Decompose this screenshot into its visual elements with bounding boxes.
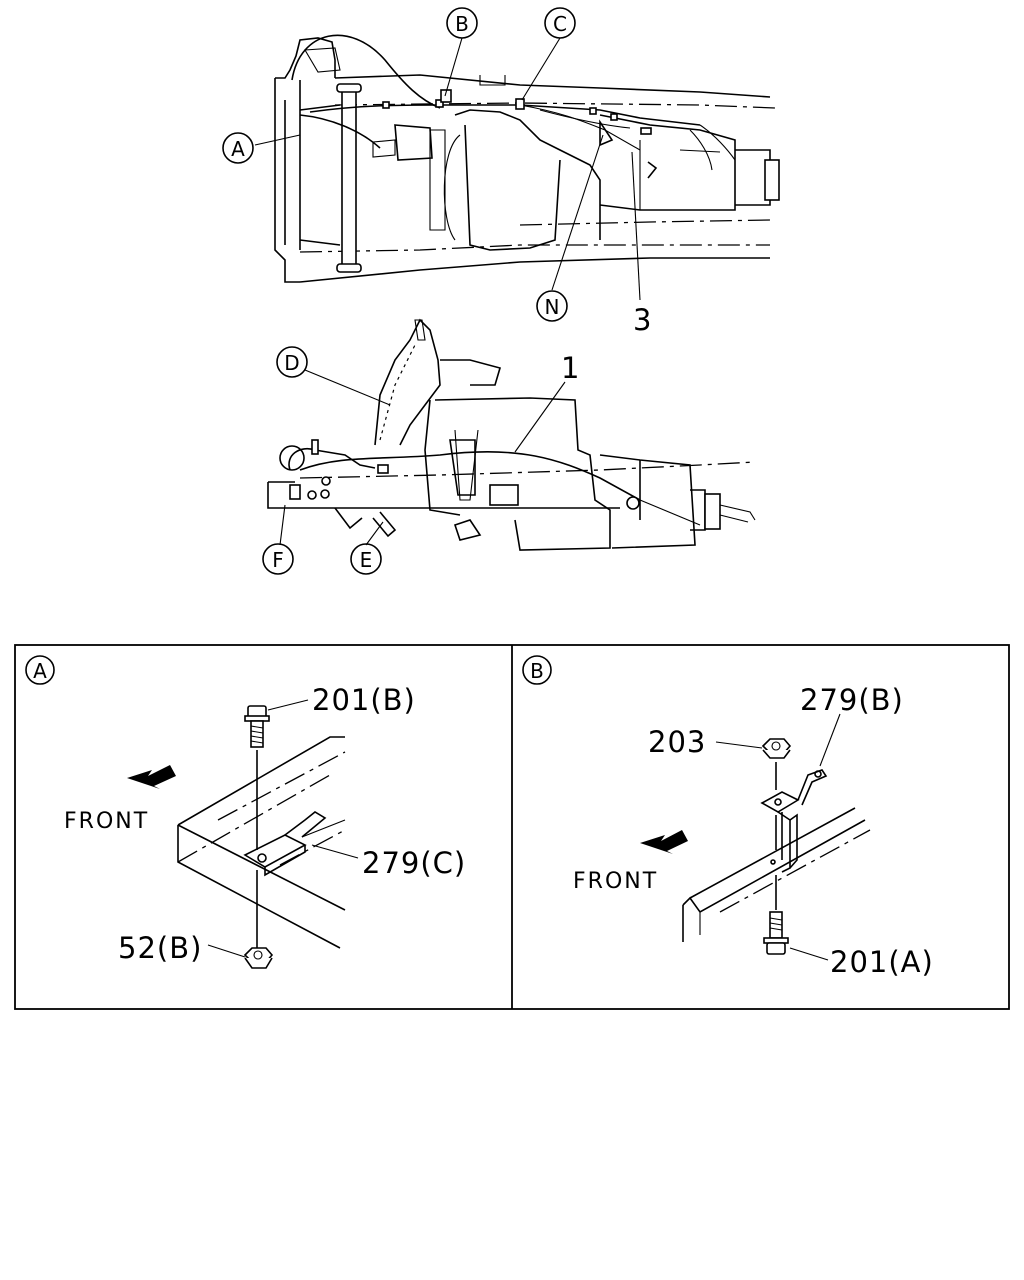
bolt-201b-icon bbox=[244, 705, 270, 748]
callout-A-top: A bbox=[222, 132, 254, 164]
front-arrow-icon bbox=[127, 765, 176, 789]
callout-N-top: N bbox=[536, 290, 568, 322]
svg-text:B: B bbox=[455, 12, 469, 36]
detail-b-front-label: FRONT bbox=[573, 869, 658, 894]
detail-b-part-203: 203 bbox=[648, 725, 706, 759]
detail-b-badge: B bbox=[522, 655, 552, 685]
detail-panels-frame bbox=[14, 644, 1010, 1010]
detail-b-panel: B FRONT bbox=[522, 655, 934, 979]
svg-text:C: C bbox=[553, 12, 567, 36]
svg-text:E: E bbox=[360, 548, 373, 572]
svg-text:D: D bbox=[284, 351, 299, 375]
detail-a-part-279c: 279(C) bbox=[362, 846, 466, 880]
detail-a-part-201b: 201(B) bbox=[312, 683, 416, 717]
callout-C-top: C bbox=[544, 7, 576, 39]
front-arrow-icon bbox=[640, 830, 688, 854]
bolt-201a-icon bbox=[763, 911, 789, 955]
callout-F-side: F bbox=[262, 543, 294, 575]
svg-text:B: B bbox=[530, 659, 544, 683]
svg-text:A: A bbox=[231, 137, 245, 161]
part-number-1: 1 bbox=[561, 351, 580, 385]
side-view-drivetrain-illustration bbox=[267, 318, 756, 551]
nut-203-icon bbox=[761, 738, 792, 759]
svg-text:F: F bbox=[272, 548, 284, 572]
detail-a-panel: A FRONT bbox=[25, 655, 466, 969]
detail-a-badge: A bbox=[25, 655, 55, 685]
detail-b-part-201a: 201(A) bbox=[830, 945, 934, 979]
part-number-3: 3 bbox=[633, 303, 652, 337]
svg-text:N: N bbox=[545, 295, 560, 319]
nut-52b-icon bbox=[243, 947, 274, 969]
detail-b-part-279b: 279(B) bbox=[800, 683, 904, 717]
top-view-frame-illustration bbox=[274, 34, 780, 283]
svg-text:A: A bbox=[33, 659, 47, 683]
callout-B-top: B bbox=[446, 7, 478, 39]
side-view-leader-lines bbox=[279, 369, 566, 546]
callout-E-side: E bbox=[350, 543, 382, 575]
detail-a-front-label: FRONT bbox=[64, 809, 149, 834]
callout-D-side: D bbox=[276, 346, 308, 378]
top-view-leader-lines bbox=[254, 37, 641, 301]
detail-a-part-52b: 52(B) bbox=[118, 931, 202, 965]
